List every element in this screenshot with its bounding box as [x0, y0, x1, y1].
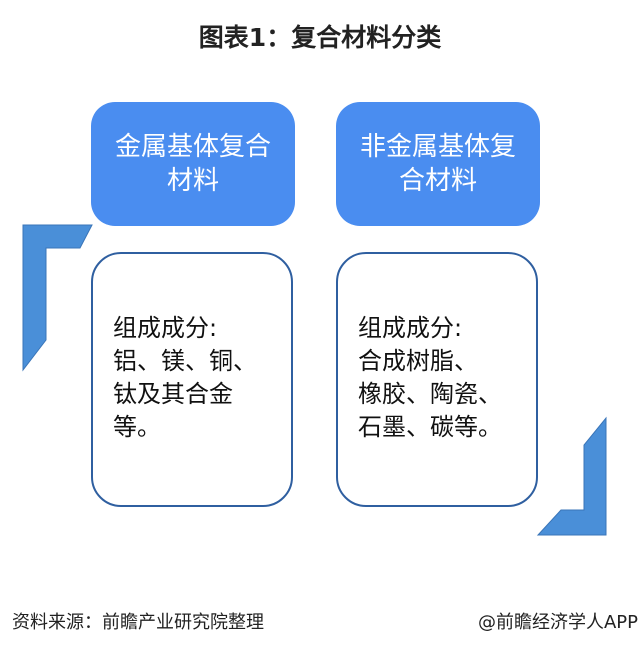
credit-note: @前瞻经济学人APP	[477, 612, 638, 633]
composition-text: 组成成分: 合成树脂、 橡胶、陶瓷、 石墨、碳等。	[358, 314, 502, 441]
metal-matrix-content-box: 组成成分: 铝、镁、铜、 钛及其合金 等。	[91, 252, 293, 507]
nonmetal-matrix-content-box: 组成成分: 合成树脂、 橡胶、陶瓷、 石墨、碳等。	[336, 252, 538, 507]
diagram-title: 图表1：复合材料分类	[198, 23, 442, 52]
bottom-right-bracket	[536, 416, 607, 536]
source-note: 资料来源：前瞻产业研究院整理	[12, 612, 264, 633]
metal-matrix-heading: 金属基体复合材料	[91, 102, 295, 226]
composition-text: 组成成分: 铝、镁、铜、 钛及其合金 等。	[113, 314, 257, 441]
heading-label: 非金属基体复合材料	[359, 132, 516, 196]
heading-label: 金属基体复合材料	[114, 132, 271, 196]
top-left-bracket	[22, 224, 93, 372]
nonmetal-matrix-heading: 非金属基体复合材料	[336, 102, 540, 226]
